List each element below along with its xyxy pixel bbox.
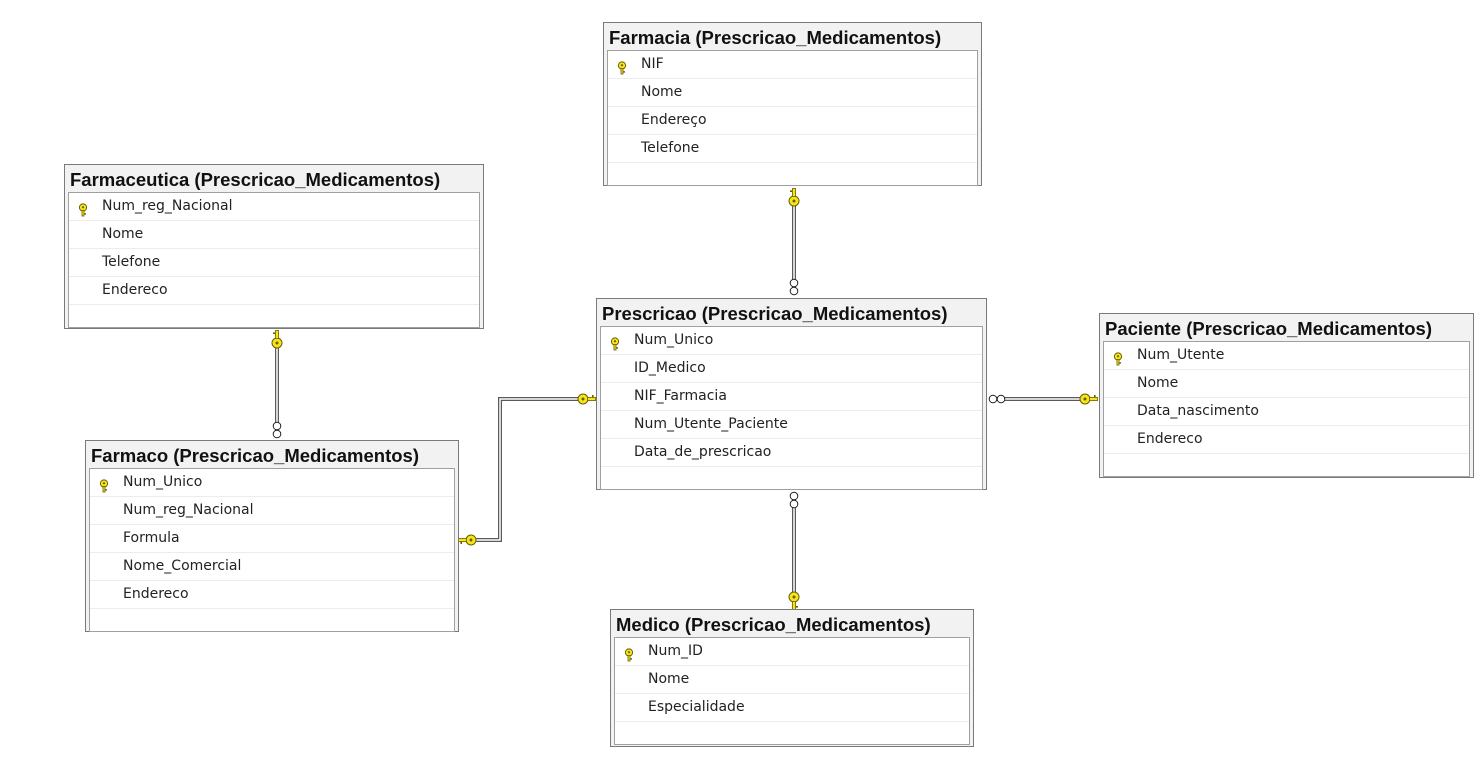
column-row[interactable]: Data_de_prescricao xyxy=(601,439,982,467)
column-row[interactable]: Nome_Comercial xyxy=(90,553,454,581)
column-name: Endereço xyxy=(641,112,707,128)
table-farmacia[interactable]: Farmacia (Prescricao_Medicamentos) NIF Nom… xyxy=(603,22,982,186)
column-row[interactable]: Num_Unico xyxy=(90,469,454,497)
column-name: Telefone xyxy=(102,254,161,270)
new-column-row[interactable] xyxy=(601,467,982,489)
column-name: Telefone xyxy=(641,140,700,156)
column-name: Endereco xyxy=(123,586,189,602)
column-row[interactable]: Num_Utente xyxy=(1104,342,1469,370)
one-end-key-icon xyxy=(788,591,800,610)
new-column-row[interactable] xyxy=(615,722,969,744)
table-title[interactable]: Medico (Prescricao_Medicamentos) xyxy=(616,614,931,635)
column-name: Especialidade xyxy=(648,699,745,715)
one-end-key-icon xyxy=(1079,393,1098,405)
new-column-row[interactable] xyxy=(608,163,977,185)
column-row[interactable]: Nome xyxy=(615,666,969,694)
many-end-infinity-icon xyxy=(789,491,799,509)
column-name: Formula xyxy=(123,530,180,546)
column-name: Num_ID xyxy=(648,643,703,659)
one-end-key-icon xyxy=(577,393,596,405)
column-name: Num_Utente_Paciente xyxy=(634,416,788,432)
column-row[interactable]: Endereco xyxy=(90,581,454,609)
column-name: Num_reg_Nacional xyxy=(123,502,254,518)
table-medico[interactable]: Medico (Prescricao_Medicamentos) Num_ID No… xyxy=(610,609,974,747)
column-name: Nome xyxy=(648,671,690,687)
column-name: Num_Utente xyxy=(1137,347,1225,363)
column-row[interactable]: Num_Utente_Paciente xyxy=(601,411,982,439)
many-end-infinity-icon xyxy=(789,278,799,296)
column-name: ID_Medico xyxy=(634,360,706,376)
one-end-key-icon xyxy=(458,534,477,546)
column-row[interactable]: Endereco xyxy=(1104,426,1469,454)
column-name: Num_reg_Nacional xyxy=(102,198,233,214)
column-row[interactable]: NIF_Farmacia xyxy=(601,383,982,411)
column-name: NIF_Farmacia xyxy=(634,388,727,404)
many-end-infinity-icon xyxy=(988,394,1006,404)
column-row[interactable]: Formula xyxy=(90,525,454,553)
column-row[interactable]: NIF xyxy=(608,51,977,79)
column-row[interactable]: Nome xyxy=(69,221,479,249)
primary-key-icon xyxy=(1112,349,1124,366)
new-column-row[interactable] xyxy=(1104,454,1469,476)
column-row[interactable]: Telefone xyxy=(608,135,977,163)
column-row[interactable]: Data_nascimento xyxy=(1104,398,1469,426)
column-row[interactable]: Num_Unico xyxy=(601,327,982,355)
column-name: Data_de_prescricao xyxy=(634,444,772,460)
table-title[interactable]: Farmaco (Prescricao_Medicamentos) xyxy=(91,445,419,466)
column-name: NIF xyxy=(641,56,664,72)
column-name: Endereco xyxy=(102,282,168,298)
column-row[interactable]: Telefone xyxy=(69,249,479,277)
new-column-row[interactable] xyxy=(90,609,454,631)
table-farmaceutica[interactable]: Farmaceutica (Prescricao_Medicamentos)Nu… xyxy=(64,164,484,329)
relationship-farmaco-prescricao[interactable] xyxy=(466,397,588,542)
column-name: Nome xyxy=(1137,375,1179,391)
table-title[interactable]: Farmaceutica (Prescricao_Medicamentos) xyxy=(70,169,441,190)
table-title[interactable]: Farmacia (Prescricao_Medicamentos) xyxy=(609,27,942,48)
table-prescricao[interactable]: Prescricao (Prescricao_Medicamentos)Num_… xyxy=(596,298,987,490)
column-name: Nome xyxy=(641,84,683,100)
column-row[interactable]: Nome xyxy=(608,79,977,107)
column-name: Num_Unico xyxy=(123,474,203,490)
primary-key-icon xyxy=(609,334,621,351)
primary-key-icon xyxy=(98,476,110,493)
column-row[interactable]: Num_ID xyxy=(615,638,969,666)
table-farmaco[interactable]: Farmaco (Prescricao_Medicamentos)Num_Uni… xyxy=(85,440,459,632)
column-row[interactable]: Endereco xyxy=(69,277,479,305)
one-end-key-icon xyxy=(788,188,800,207)
many-end-infinity-icon xyxy=(272,421,282,439)
primary-key-icon xyxy=(623,645,635,662)
primary-key-icon xyxy=(77,200,89,217)
table-paciente[interactable]: Paciente (Prescricao_Medicamentos)Num_Ut… xyxy=(1099,313,1474,478)
one-end-key-icon xyxy=(271,330,283,349)
column-row[interactable]: Nome xyxy=(1104,370,1469,398)
column-name: Nome_Comercial xyxy=(123,558,242,574)
table-title[interactable]: Prescricao (Prescricao_Medicamentos) xyxy=(602,303,948,324)
column-row[interactable]: Especialidade xyxy=(615,694,969,722)
column-name: Endereco xyxy=(1137,431,1203,447)
primary-key-icon xyxy=(616,58,628,75)
table-title[interactable]: Paciente (Prescricao_Medicamentos) xyxy=(1105,318,1432,339)
column-row[interactable]: Num_reg_Nacional xyxy=(90,497,454,525)
column-name: Data_nascimento xyxy=(1137,403,1259,419)
column-name: Num_Unico xyxy=(634,332,714,348)
column-row[interactable]: Endereço xyxy=(608,107,977,135)
column-row[interactable]: Num_reg_Nacional xyxy=(69,193,479,221)
column-row[interactable]: ID_Medico xyxy=(601,355,982,383)
column-name: Nome xyxy=(102,226,144,242)
new-column-row[interactable] xyxy=(69,305,479,327)
